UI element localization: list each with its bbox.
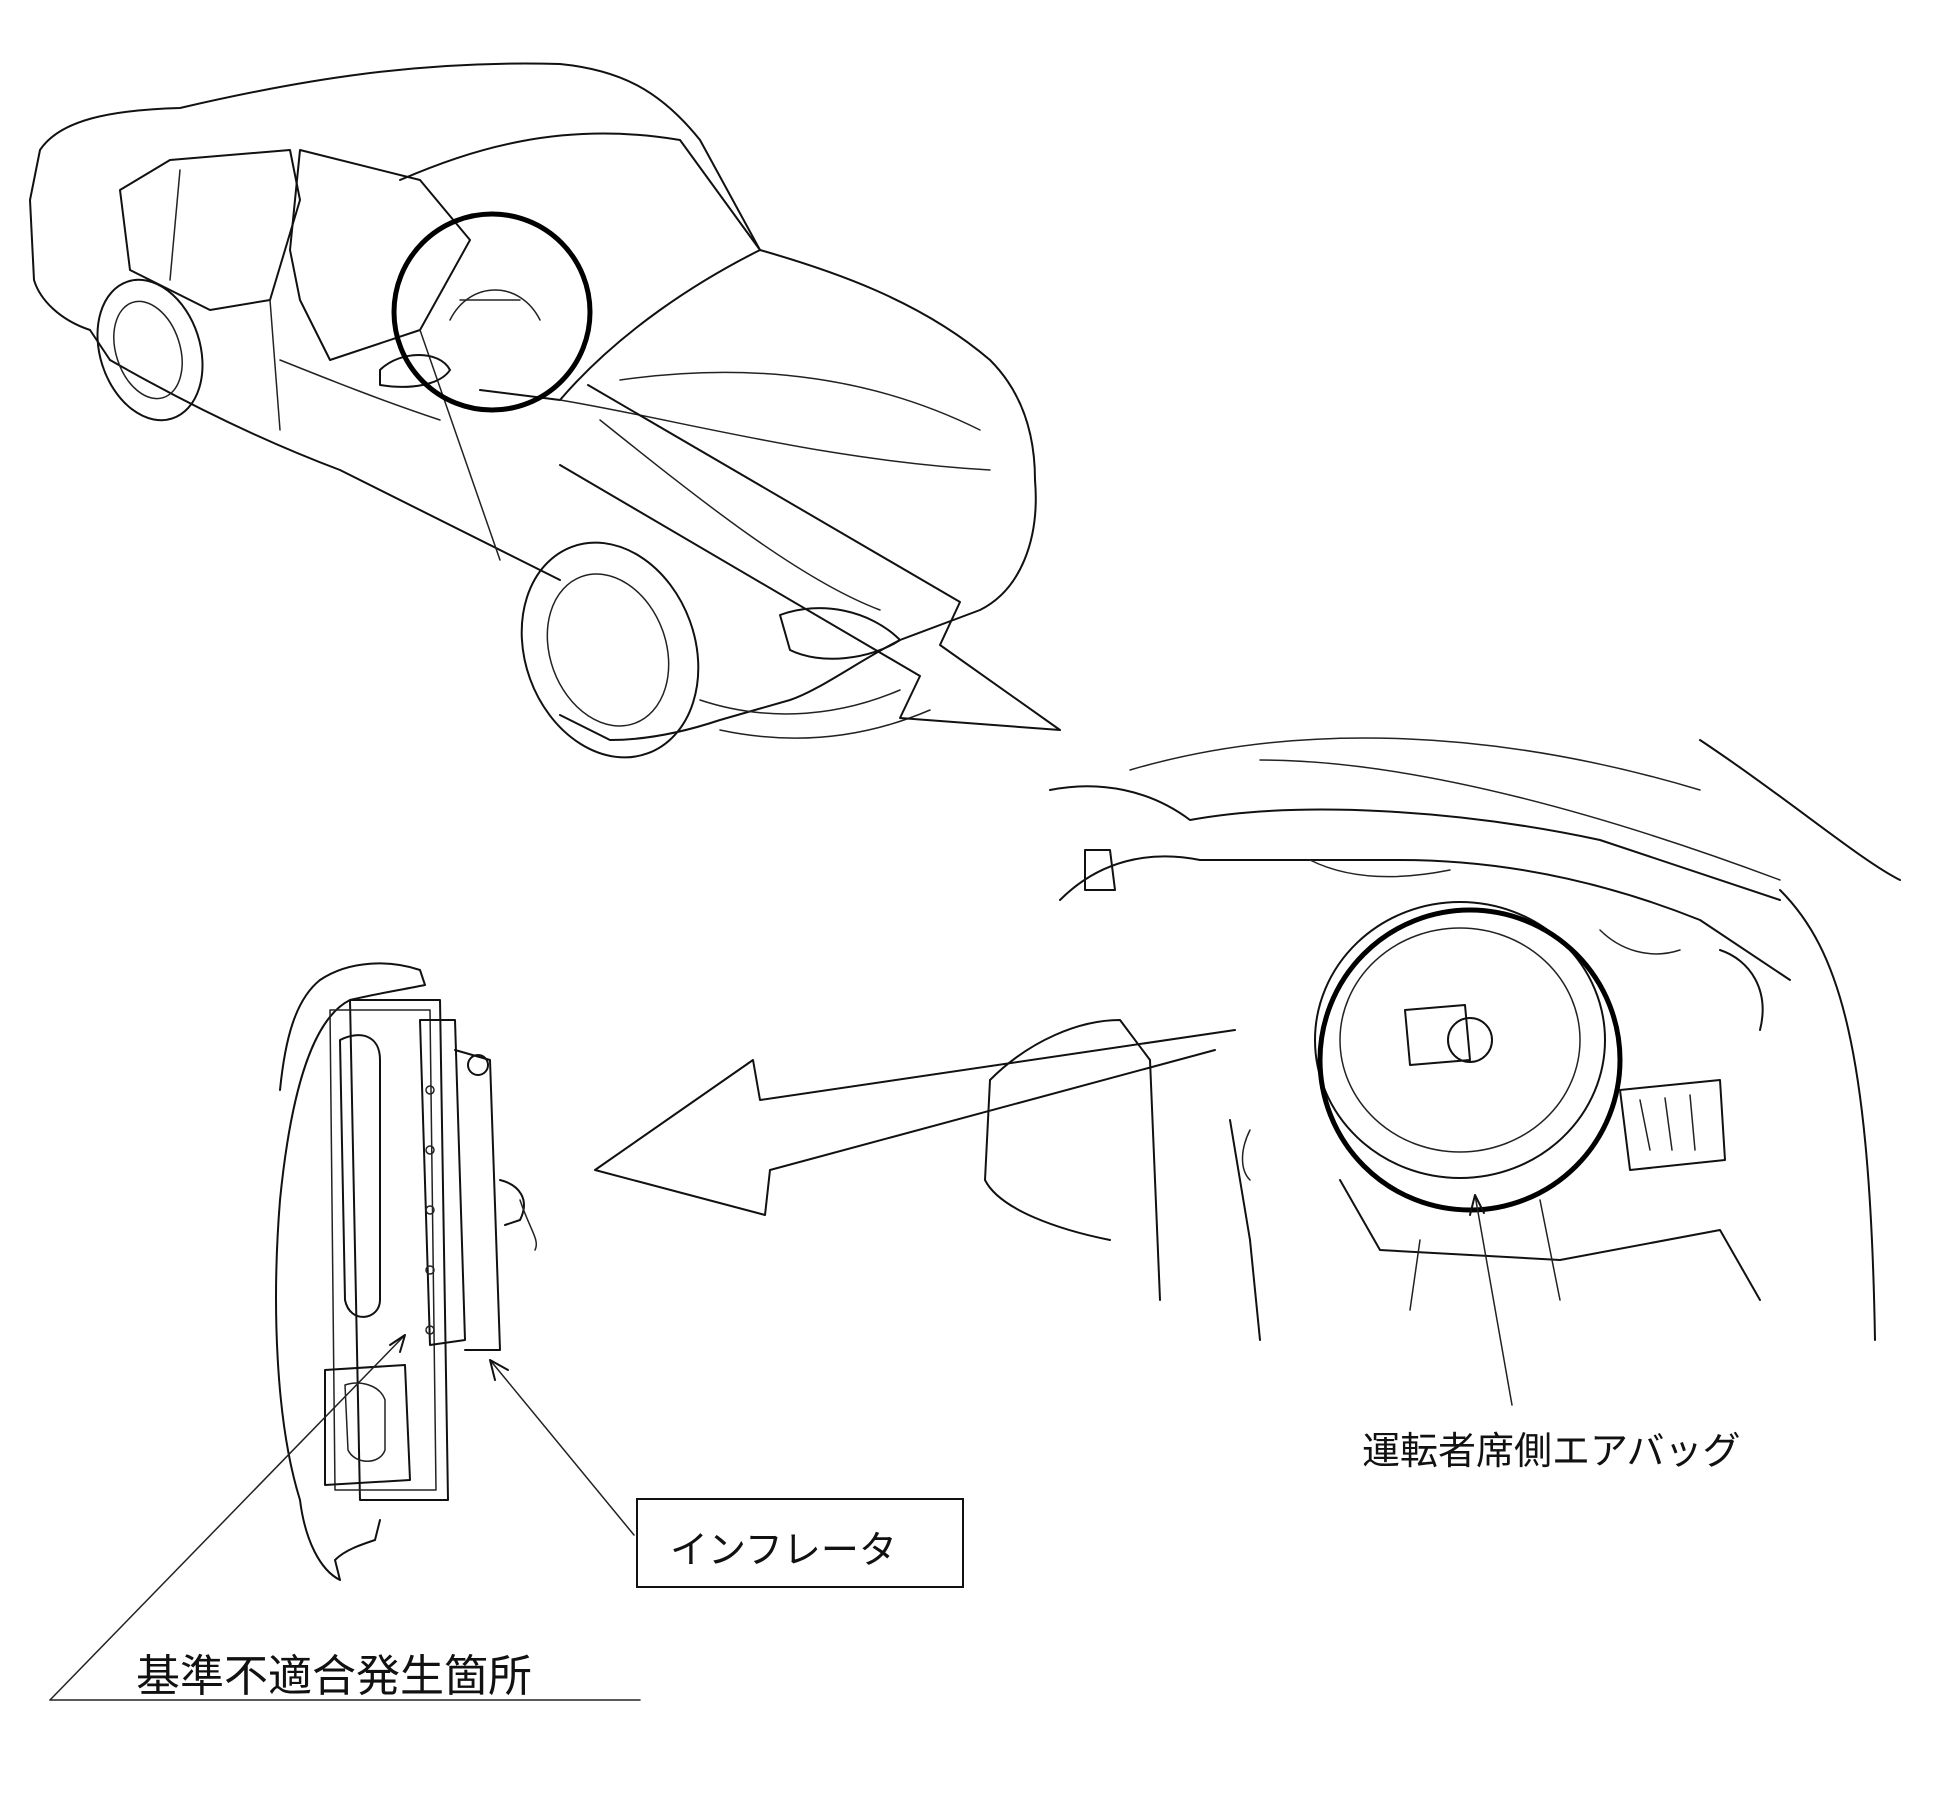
nonconformity-location-label: 基準不適合発生箇所 [136,1651,532,1702]
arrow-dashboard-to-module [594,1029,1236,1216]
car-illustration [29,62,1037,759]
leader-lines [49,1194,1513,1701]
dashboard-illustration [984,737,1901,1341]
arrow-car-to-dashboard [559,384,1061,731]
inflator-label: インフレータ [670,1528,897,1572]
airbag-module-illustration [275,962,537,1581]
inflator-label-box [636,1498,964,1588]
driver-airbag-label: 運転者席側エアバッグ [1362,1429,1741,1473]
